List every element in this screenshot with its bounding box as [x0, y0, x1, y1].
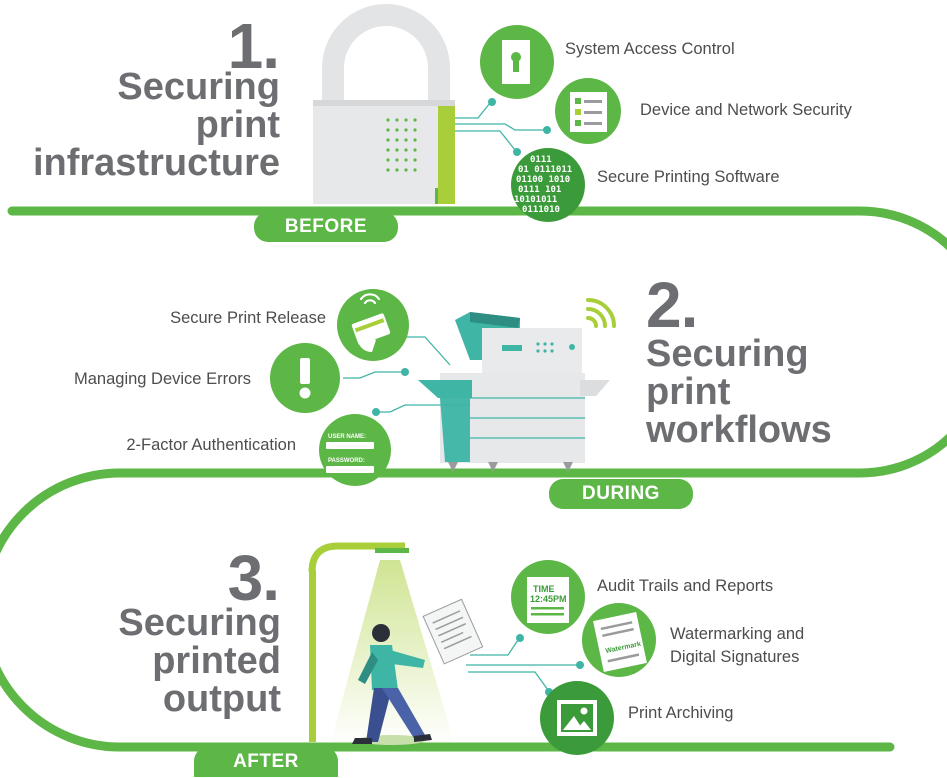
svg-text:0111: 0111: [530, 155, 552, 165]
secure-print-release-label: Secure Print Release: [170, 309, 326, 327]
watermarking-signatures-label-line: Watermarking and: [670, 625, 805, 643]
login-form-icon: USER NAME: PASSWORD:: [319, 414, 391, 486]
svg-text:10101011: 10101011: [514, 195, 557, 205]
after-stage-label: AFTER: [194, 747, 338, 777]
before-stage-label: BEFORE: [254, 212, 398, 242]
padlock-illustration: [313, 4, 455, 204]
svg-text:01 0111011: 01 0111011: [518, 165, 572, 175]
section-3-heading-line: Securing: [118, 602, 281, 644]
during-stage-label: DURING: [549, 479, 693, 509]
watermarking-signatures-label: Watermarking and Digital Signatures: [670, 623, 804, 669]
wifi-signal-icon: [586, 298, 616, 328]
section-1-heading-line: infrastructure: [32, 142, 280, 184]
contactless-card-icon: [337, 289, 409, 361]
device-network-security-label: Device and Network Security: [640, 101, 852, 119]
password-field-label: PASSWORD:: [328, 458, 365, 464]
section-3-heading: Securing printed output: [118, 604, 281, 718]
section-2-heading: Securing print workflows: [646, 335, 832, 449]
audit-trails-label: Audit Trails and Reports: [597, 577, 774, 595]
section-2-heading-line: Securing: [646, 333, 809, 375]
section-1-heading-line: print: [195, 104, 280, 146]
connectors-section-1: [455, 102, 545, 151]
time-label: TIME: [533, 584, 555, 594]
section-2-heading-line: print: [646, 371, 731, 413]
section-1-number: 1.: [227, 10, 280, 82]
two-factor-authentication-label: 2-Factor Authentication: [126, 436, 296, 454]
secure-printing-software-label: Secure Printing Software: [597, 168, 780, 186]
watermarking-signatures-label-line: Digital Signatures: [670, 648, 800, 666]
managing-device-errors-label: Managing Device Errors: [74, 370, 251, 388]
section-1-heading-line: Securing: [117, 66, 280, 108]
multifunction-printer-illustration: [418, 298, 616, 472]
system-access-control-label: System Access Control: [565, 40, 735, 58]
print-archiving-label: Print Archiving: [628, 704, 734, 722]
connectors-section-2: [343, 336, 470, 413]
section-3-heading-line: printed: [152, 640, 281, 682]
section-2-number: 2.: [646, 269, 698, 341]
document-sheet: [422, 598, 484, 665]
svg-text:0111010: 0111010: [522, 205, 560, 215]
checklist-icon: [555, 78, 621, 144]
time-report-icon: TIME 12:45PM: [511, 560, 585, 634]
section-3-number: 3.: [227, 542, 280, 614]
exclamation-icon: [270, 343, 340, 413]
username-field-label: USER NAME:: [328, 434, 366, 440]
watermark-document-icon: Watermark: [582, 603, 656, 677]
section-2-heading-line: workflows: [646, 409, 832, 451]
door-keyhole-icon: [480, 25, 554, 99]
binary-code-icon: 0111 01 0111011 01100 1010 0111 101 1010…: [511, 148, 585, 222]
svg-text:01100 1010: 01100 1010: [516, 175, 570, 185]
lamp-person-illustration: [308, 542, 484, 745]
svg-text:0111 101: 0111 101: [518, 185, 561, 195]
image-archive-icon: [540, 681, 614, 755]
section-3-heading-line: output: [162, 678, 281, 720]
connectors-section-3: [466, 639, 578, 691]
section-1-heading: Securing print infrastructure: [33, 68, 280, 182]
journey-path: [0, 206, 947, 752]
time-value: 12:45PM: [530, 594, 567, 604]
